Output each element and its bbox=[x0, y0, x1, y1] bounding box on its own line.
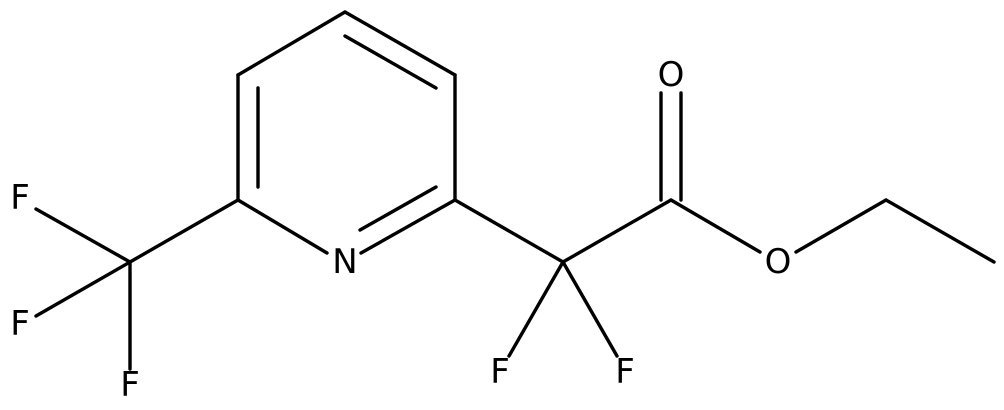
bond-cf3-f-upper bbox=[34, 207, 132, 264]
bond-n-c6 bbox=[236, 198, 329, 255]
bond-c6-cf3 bbox=[128, 198, 240, 264]
fluorine-alpha-left-label: F bbox=[490, 352, 510, 392]
carbonyl-oxygen-label: O bbox=[658, 55, 685, 95]
bond-ccarbonyl-oester bbox=[669, 198, 762, 254]
bond-cf3-f-middle bbox=[34, 260, 132, 318]
bond-oester-ch2 bbox=[794, 198, 888, 254]
nitrogen-label: N bbox=[332, 242, 357, 282]
bond-c5-calpha bbox=[453, 198, 565, 264]
bond-calpha-ccarbonyl bbox=[561, 198, 673, 264]
bond-c5-n bbox=[359, 198, 457, 255]
fluorine-alpha-right-label: F bbox=[615, 352, 635, 392]
difluoroacetate-group bbox=[453, 91, 996, 358]
bond-c3-c4 bbox=[343, 10, 457, 77]
bond-calpha-f-right bbox=[561, 260, 619, 358]
bond-c3-c4-inner bbox=[343, 34, 438, 90]
bond-c5-n-inner bbox=[358, 185, 438, 232]
ester-oxygen-label: O bbox=[765, 242, 792, 282]
pyridine-ring bbox=[236, 10, 457, 255]
fluorine-cf3-upper-label: F bbox=[10, 178, 30, 218]
trifluoromethyl-group bbox=[34, 198, 240, 371]
bond-calpha-f-left bbox=[507, 260, 565, 358]
fluorine-cf3-lower-label: F bbox=[120, 365, 140, 405]
fluorine-cf3-middle-label: F bbox=[10, 304, 30, 344]
bond-c1-c3 bbox=[236, 10, 347, 77]
bond-ch2-ch3 bbox=[884, 198, 996, 264]
